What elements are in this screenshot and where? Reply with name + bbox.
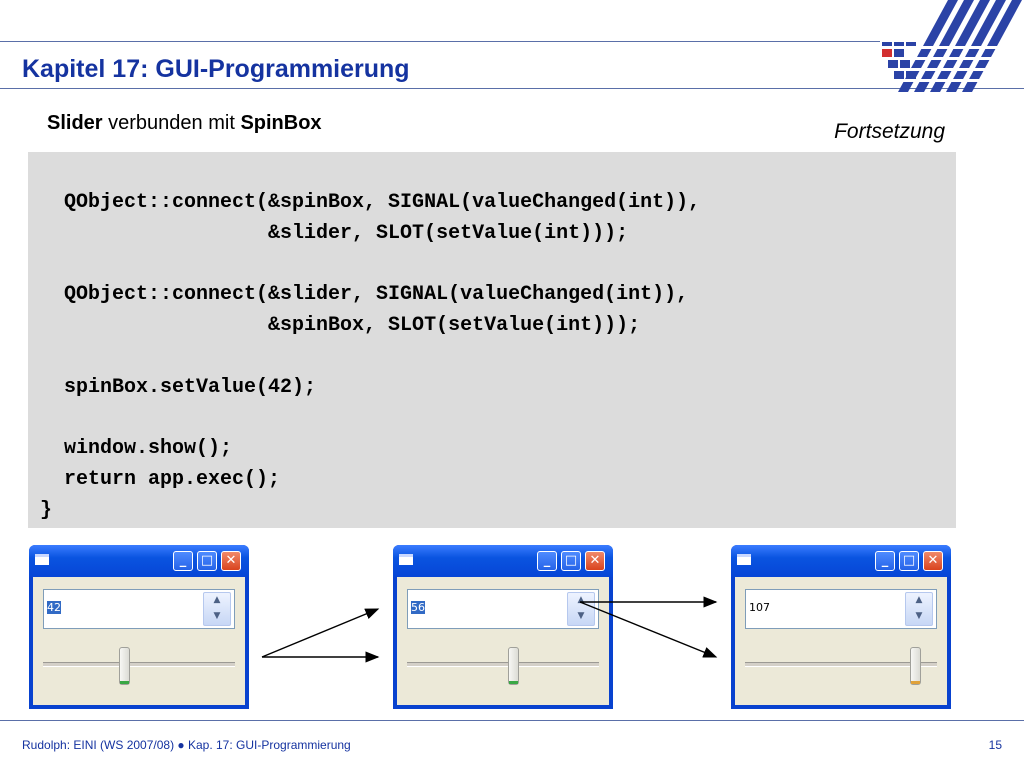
spinbox-arrows[interactable]: ▲ ▼ (905, 592, 933, 626)
qt-window-1: _ □ ✕ 42 ▲ ▼ (29, 545, 249, 709)
code-block: QObject::connect(&spinBox, SIGNAL(valueC… (28, 152, 956, 528)
spinbox[interactable]: 56 ▲ ▼ (407, 589, 599, 629)
arrow-to-spinbox (261, 608, 380, 658)
slider-track[interactable] (745, 662, 937, 667)
window-icon (35, 554, 49, 565)
minimize-button[interactable]: _ (875, 551, 895, 571)
close-button[interactable]: ✕ (221, 551, 241, 571)
spinbox-arrows[interactable]: ▲ ▼ (567, 592, 595, 626)
slide-title: Kapitel 17: GUI-Programmierung (22, 55, 410, 83)
code-line: &spinBox, SLOT(setValue(int))); (40, 314, 641, 338)
code-line: &slider, SLOT(setValue(int))); (40, 221, 629, 245)
university-logo-icon (878, 0, 1024, 92)
code-line: return app.exec(); (40, 468, 281, 492)
spinbox-value[interactable]: 42 (47, 601, 61, 614)
spin-up-icon[interactable]: ▲ (213, 595, 221, 605)
window-titlebar[interactable]: _ □ ✕ (393, 545, 613, 577)
spin-down-icon[interactable]: ▼ (213, 611, 221, 621)
window-titlebar[interactable]: _ □ ✕ (29, 545, 249, 577)
code-line: window.show(); (40, 437, 233, 461)
spinbox[interactable]: 42 ▲ ▼ (43, 589, 235, 629)
close-button[interactable]: ✕ (923, 551, 943, 571)
qt-window-3: _ □ ✕ 107 ▲ ▼ (731, 545, 951, 709)
code-line: } (40, 498, 53, 522)
spinbox-value[interactable]: 56 (411, 601, 425, 614)
spinbox-arrows[interactable]: ▲ ▼ (203, 592, 231, 626)
slider-handle[interactable] (508, 647, 520, 685)
code-line: QObject::connect(&slider, SIGNAL(valueCh… (40, 283, 689, 307)
qt-window-2: _ □ ✕ 56 ▲ ▼ (393, 545, 613, 709)
continuation-label: Fortsetzung (834, 120, 945, 143)
slider-track[interactable] (407, 662, 599, 667)
slider-track[interactable] (43, 662, 235, 667)
slide-subtitle: Slider verbunden mit SpinBox (47, 112, 322, 134)
header-top-line (0, 41, 880, 42)
page-number: 15 (988, 738, 1002, 752)
window-icon (399, 554, 413, 565)
slider-handle[interactable] (909, 647, 921, 685)
code-line: QObject::connect(&spinBox, SIGNAL(valueC… (40, 191, 701, 214)
slider-handle[interactable] (119, 647, 131, 685)
close-button[interactable]: ✕ (585, 551, 605, 571)
spin-up-icon[interactable]: ▲ (577, 595, 585, 605)
spinbox[interactable]: 107 ▲ ▼ (745, 589, 937, 629)
minimize-button[interactable]: _ (537, 551, 557, 571)
maximize-button[interactable]: □ (197, 551, 217, 571)
code-line: spinBox.setValue(42); (40, 375, 317, 399)
footer-text: Rudolph: EINI (WS 2007/08) ● Kap. 17: GU… (22, 738, 351, 752)
spin-up-icon[interactable]: ▲ (915, 595, 923, 605)
maximize-button[interactable]: □ (561, 551, 581, 571)
code-listing: QObject::connect(&spinBox, SIGNAL(valueC… (40, 188, 700, 527)
window-icon (737, 554, 751, 565)
spin-down-icon[interactable]: ▼ (915, 611, 923, 621)
spin-down-icon[interactable]: ▼ (577, 611, 585, 621)
header-bottom-line (0, 88, 1024, 89)
window-titlebar[interactable]: _ □ ✕ (731, 545, 951, 577)
footer-line (0, 720, 1024, 721)
spinbox-value[interactable]: 107 (749, 601, 770, 614)
maximize-button[interactable]: □ (899, 551, 919, 571)
minimize-button[interactable]: _ (173, 551, 193, 571)
